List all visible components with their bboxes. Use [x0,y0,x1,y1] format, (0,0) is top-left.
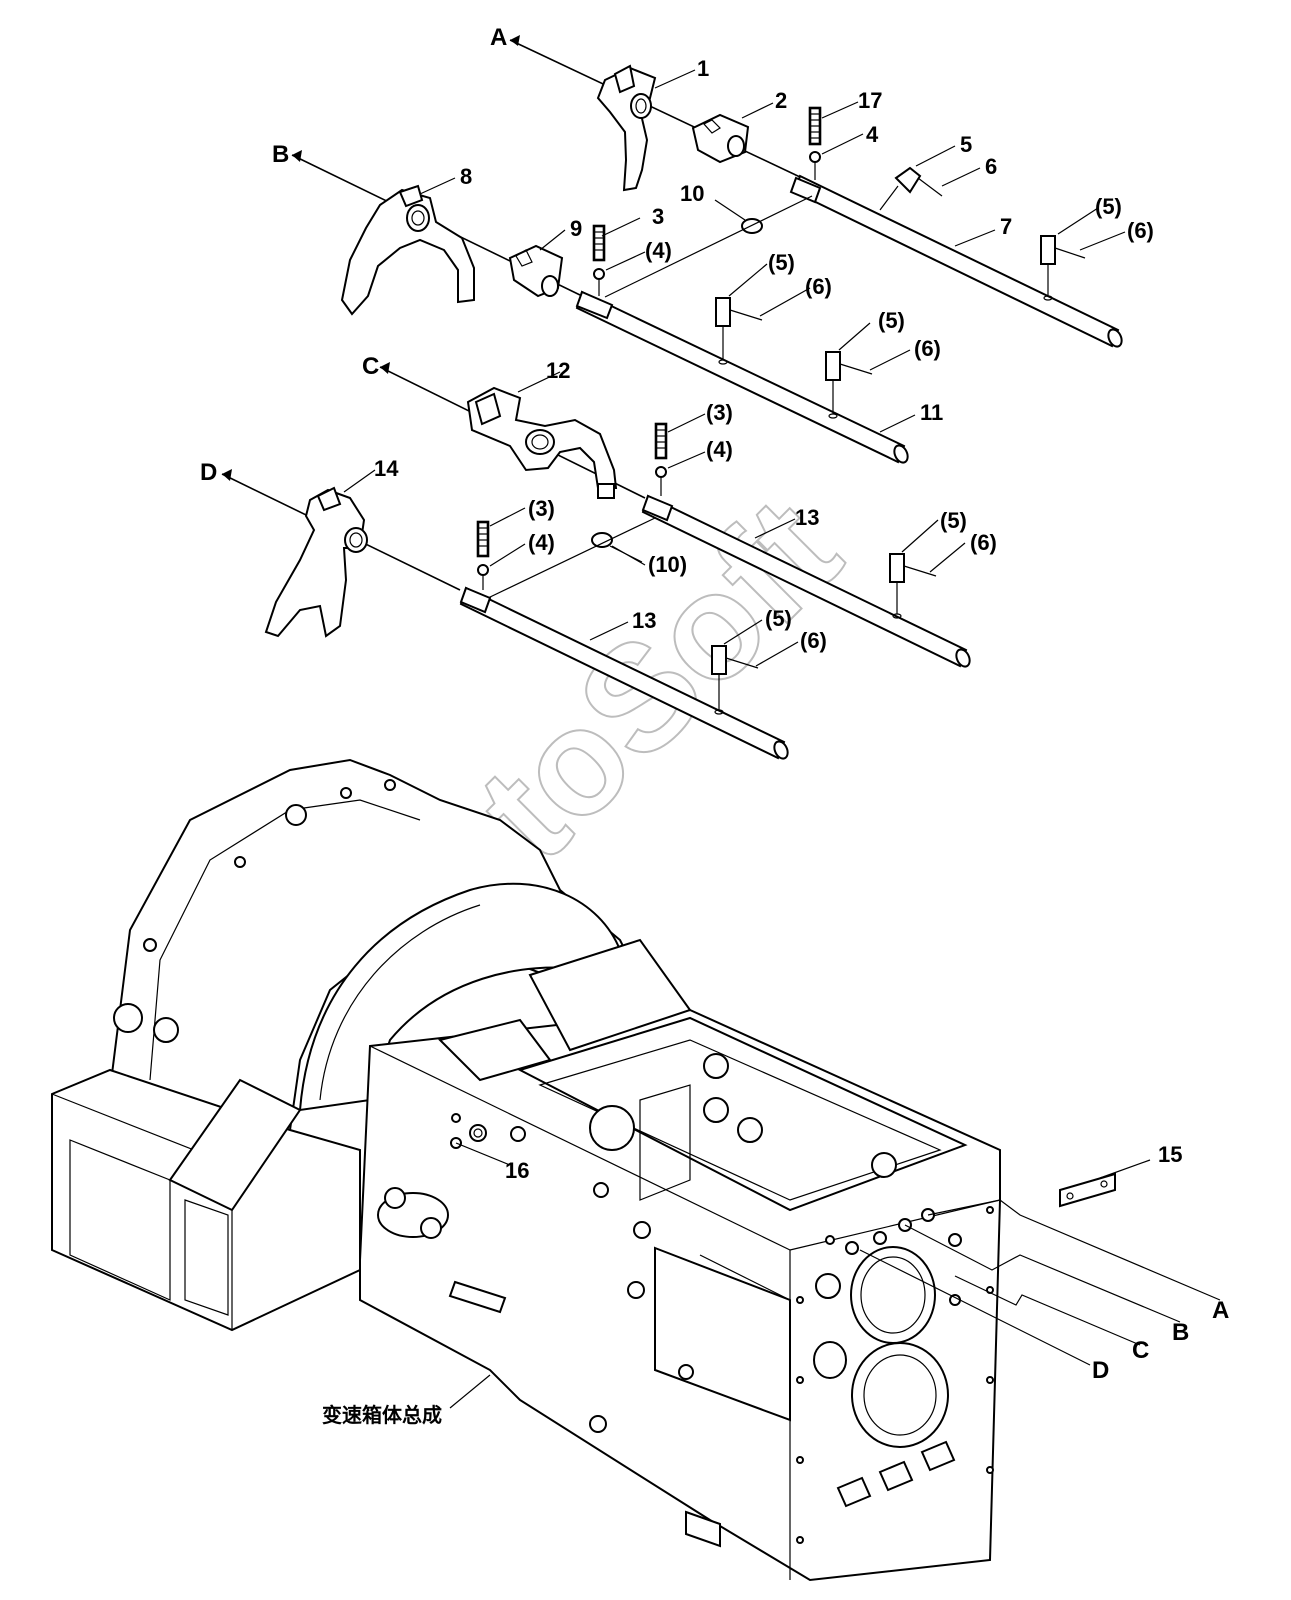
lock-screw-5-6-rail13-upper [889,553,937,619]
callout-16: 16 [505,1158,529,1183]
arrow-b-top-head [292,150,302,162]
spring-3 [592,224,606,296]
lock-screw-5-6-rail7-end [1040,235,1086,301]
lock-screw-5-6-rail7 [879,166,943,211]
interlock-pin-10 [604,195,813,298]
selector-block-9 [508,244,564,298]
callout-leaders [343,69,1126,667]
lock-screw-5-6-rail11-a [715,297,763,365]
callout-1: 1 [697,56,709,81]
spring-3-c [476,520,490,590]
arrow-label-c-top: C [362,353,379,380]
callout-5: 5 [960,132,972,157]
callout-12: 12 [546,358,570,383]
rail-bore-leaders [455,1142,1221,1366]
shift-fork-14 [264,486,368,638]
arrow-d-top-head [222,469,232,481]
callout-6-rail13-lower: (6) [800,628,827,653]
shift-lever-12 [466,386,618,499]
callout-3-rail13-lower: (3) [528,496,555,521]
callout-5-rail7: (5) [1095,194,1122,219]
callout-6: 6 [985,154,997,179]
callout-6-rail11-b: (6) [914,336,941,361]
callout-5-rail11-a: (5) [768,250,795,275]
callout-11: 11 [920,400,943,425]
arrow-label-d-bottom: D [1092,1357,1109,1384]
caption-leader [449,1374,491,1409]
callout-4: 4 [866,122,879,147]
callout-6-rail7: (6) [1127,218,1154,243]
transmission-housing [51,758,1001,1582]
shift-rail-7 [509,39,1123,348]
callout-15: 15 [1158,1142,1182,1167]
arrow-label-d-top: D [200,459,217,486]
callout-4-rail13-upper: (4) [706,437,733,462]
callout-13-lower: 13 [632,608,656,633]
spring-17 [808,106,822,180]
shift-fork-8 [340,184,475,316]
callout-13-upper: 13 [795,505,819,530]
arrow-label-b-top: B [272,141,289,168]
callout-4-rail13-lower: (4) [528,530,555,555]
cover-plate-15 [1059,1159,1151,1208]
arrow-label-b-bottom: B [1172,1319,1189,1346]
callout-6-rail11-a: (6) [805,274,832,299]
callout-5-rail13-lower: (5) [765,606,792,631]
lock-screw-5-6-rail13-lower [711,645,759,715]
interlock-pin-10-b [487,517,656,599]
callout-2: 2 [775,88,787,113]
callout-3: 3 [652,204,664,229]
spring-3-b [654,422,668,496]
callout-10-lower: (10) [648,552,687,577]
shift-fork-1 [596,64,657,192]
arrow-a-top-head [510,35,520,46]
selector-block-2 [691,113,750,164]
housing-caption: 变速箱体总成 [322,1403,442,1427]
arrow-label-c-bottom: C [1132,1337,1149,1364]
callout-6-rail13-upper: (6) [970,530,997,555]
arrow-label-a-bottom: A [1212,1297,1229,1324]
callout-3-rail13-upper: (3) [706,400,733,425]
lock-screw-5-6-rail11-b [825,351,873,419]
callout-5-rail11-b: (5) [878,308,905,333]
callout-14: 14 [374,456,399,481]
callout-7: 7 [1000,214,1012,239]
callout-17: 17 [858,88,882,113]
callout-9: 9 [570,216,582,241]
arrow-label-a-top: A [490,24,507,51]
callout-4-rail11: (4) [645,238,672,263]
callout-8: 8 [460,164,472,189]
callout-10: 10 [680,181,704,206]
shift-rail-13-upper [379,366,971,668]
callout-5-rail13-upper: (5) [940,508,967,533]
arrow-c-top-head [380,362,390,374]
